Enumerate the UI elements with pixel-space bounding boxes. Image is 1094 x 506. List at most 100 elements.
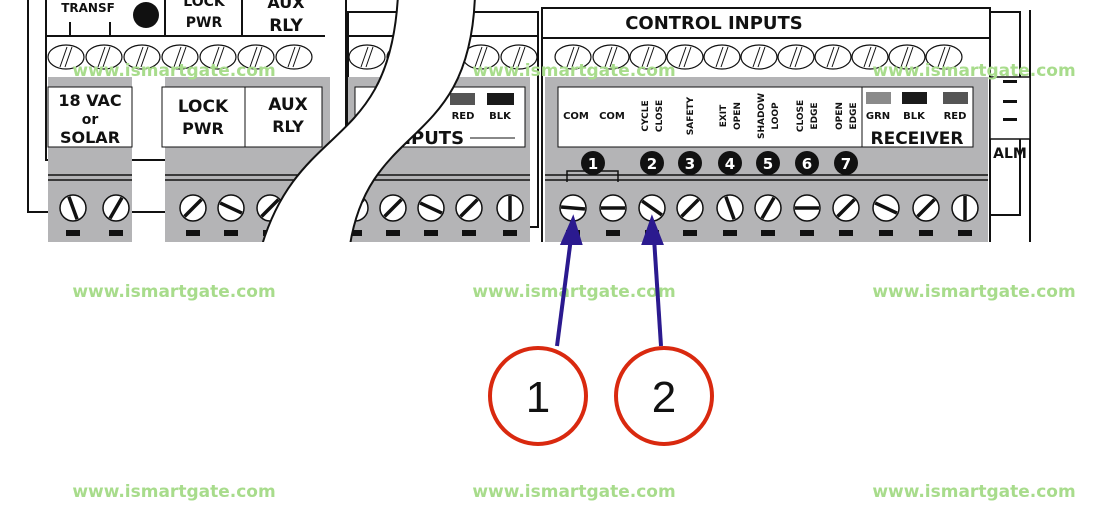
screw-terminal[interactable] [832, 194, 860, 236]
callout-1-label: 1 [526, 373, 550, 422]
terminal-slot [800, 230, 814, 236]
watermark-text: www.ismartgate.com [472, 282, 675, 302]
control-label: OPEN [733, 102, 743, 130]
screw-terminal[interactable] [217, 194, 245, 236]
watermarks: www.ismartgate.com www.ismartgate.com www.… [72, 61, 1075, 502]
alarm-connector [989, 76, 1031, 140]
terminal-number-badge: 4 [718, 151, 742, 175]
svg-text:6: 6 [802, 155, 812, 173]
screw-terminal[interactable] [179, 194, 207, 236]
top-screw [925, 44, 963, 70]
control-label: LOOP [771, 102, 781, 130]
terminal-number-badge: 1 [581, 151, 605, 175]
terminal-slot [109, 230, 123, 236]
top-screw [237, 44, 275, 70]
screw-terminal[interactable] [59, 194, 87, 236]
top-screw [554, 44, 592, 70]
screw-terminal[interactable] [455, 194, 483, 236]
top-screw [123, 44, 161, 70]
screw-terminal[interactable] [599, 194, 627, 236]
svg-text:7: 7 [841, 155, 851, 173]
receiver-wire-label: RED [944, 111, 967, 122]
top-screw [666, 44, 704, 70]
svg-text:3: 3 [685, 155, 695, 173]
svg-text:1: 1 [588, 155, 598, 173]
alarm-label: ALM [993, 146, 1027, 162]
top-screw [703, 44, 741, 70]
control-label: COM [599, 111, 625, 122]
top-screw [199, 44, 237, 70]
watermark-text: www.ismartgate.com [472, 61, 675, 81]
aux-label-line2: RLY [272, 117, 304, 136]
lock-label-line1: LOCK [178, 97, 229, 117]
control-label: CYCLE [641, 100, 651, 131]
receiver-wire-label: GRN [866, 111, 890, 122]
callout-2: 2 [614, 346, 714, 446]
top-screw [275, 44, 313, 70]
terminal-slot [723, 230, 737, 236]
control-label: SAFETY [686, 96, 696, 135]
terminal-slot [839, 230, 853, 236]
watermark-text: www.ismartgate.com [872, 61, 1075, 81]
screw-terminal[interactable] [417, 194, 445, 236]
aux-label-line1: AUX [268, 95, 308, 115]
svg-text:4: 4 [725, 155, 735, 173]
control-label: CLOSE [796, 100, 806, 132]
top-screw [500, 44, 538, 70]
receiver-title: RECEIVER [871, 129, 964, 149]
callout-1: 1 [488, 346, 588, 446]
control-label: SHADOW [757, 93, 767, 139]
break-cut [262, 0, 475, 245]
top-screw [85, 44, 123, 70]
bottom-terminals [59, 194, 979, 236]
screw-terminal[interactable] [379, 194, 407, 236]
screw-terminal[interactable] [872, 194, 900, 236]
watermark-text: www.ismartgate.com [472, 482, 675, 502]
svg-text:2: 2 [647, 155, 657, 173]
rly-top-label: RLY [269, 16, 303, 36]
top-screw [851, 44, 889, 70]
screw-terminal[interactable] [102, 194, 130, 236]
control-label: COM [563, 111, 589, 122]
terminal-number-badge: 6 [795, 151, 819, 175]
top-screw [47, 44, 85, 70]
terminal-slot [503, 230, 517, 236]
svg-text:5: 5 [763, 155, 773, 173]
top-screw [740, 44, 778, 70]
terminal-number-badge: 3 [678, 151, 702, 175]
screw-terminal[interactable] [951, 194, 979, 236]
terminal-slot [958, 230, 972, 236]
arrow-2 [652, 237, 663, 347]
terminal-slot [424, 230, 438, 236]
power-label-line2: or [82, 112, 99, 128]
terminal-number-badges: 1 2 3 4 5 6 7 [581, 151, 858, 175]
terminal-slot [683, 230, 697, 236]
screw-terminal[interactable] [912, 194, 940, 236]
terminal-number-badge: 2 [640, 151, 664, 175]
control-label: EDGE [810, 102, 820, 129]
receiver-wire-swatch [866, 92, 891, 104]
watermark-text: www.ismartgate.com [72, 282, 275, 302]
inputs-red-label: RED [452, 111, 475, 122]
control-label: OPEN [835, 102, 845, 130]
terminal-slot [386, 230, 400, 236]
inputs-blk-label: BLK [489, 111, 512, 122]
arrow-2-head [641, 214, 664, 245]
screw-terminal[interactable] [496, 194, 524, 236]
terminal-number-badge: 7 [834, 151, 858, 175]
receiver-wire-swatch [902, 92, 927, 104]
top-screw [348, 44, 386, 70]
screw-terminal[interactable] [754, 194, 782, 236]
screw-terminal[interactable] [716, 194, 744, 236]
power-label-line3: SOLAR [60, 128, 120, 147]
callout-2-label: 2 [652, 373, 676, 422]
lock-top-label: LOCK [183, 0, 226, 10]
screw-terminal[interactable] [676, 194, 704, 236]
arrow-1 [555, 237, 573, 347]
top-screw [161, 44, 199, 70]
screw-terminal[interactable] [793, 194, 821, 236]
